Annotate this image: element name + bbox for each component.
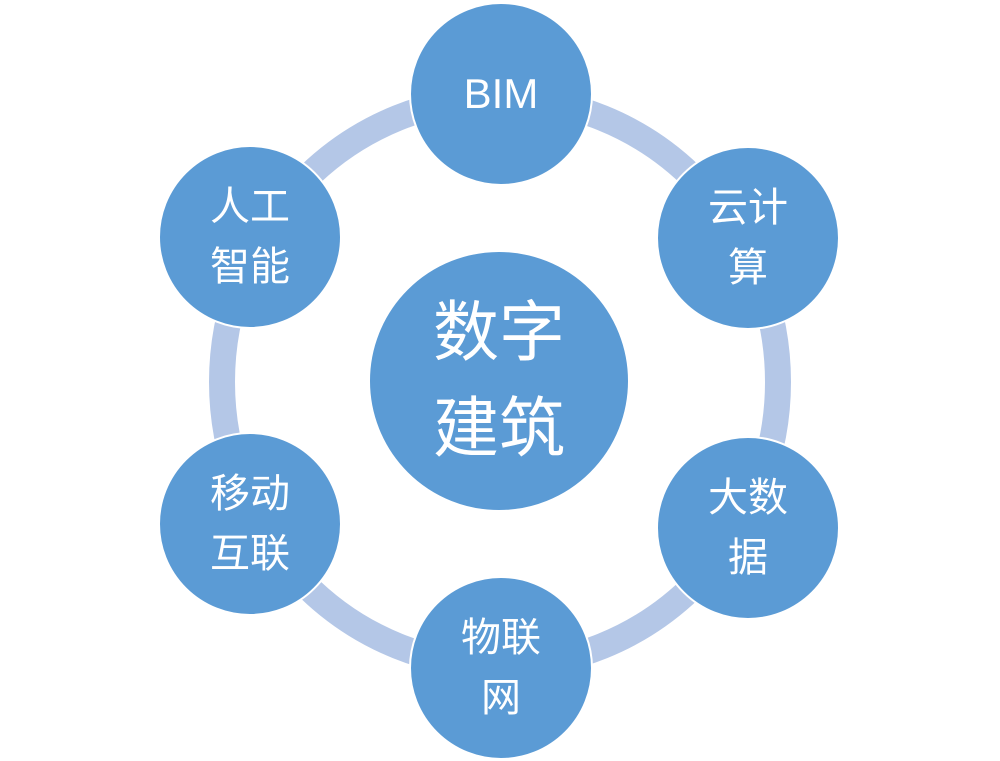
center-label-line-2: 建筑 <box>433 390 565 467</box>
node-artificial-intelligence: 人工 智能 <box>158 145 342 329</box>
node-mobile-internet: 移动 互联 <box>158 432 342 616</box>
ai-label-line-1: 人工 <box>210 184 290 230</box>
center-node-digital-building: 数字 建筑 <box>368 250 630 512</box>
bigdata-label-line-1: 大数 <box>708 475 788 521</box>
cloud-label-line-2: 算 <box>728 245 768 291</box>
ai-label-line-2: 智能 <box>210 244 290 290</box>
center-label-line-1: 数字 <box>433 294 565 371</box>
bigdata-label-line-2: 据 <box>728 535 768 581</box>
bim-label: BIM <box>463 70 539 117</box>
iot-label-line-2: 网 <box>481 675 521 721</box>
node-cloud-computing: 云计 算 <box>656 146 840 330</box>
cloud-label-line-1: 云计 <box>708 185 788 231</box>
node-bim: BIM <box>409 2 593 186</box>
mobile-label-line-2: 互联 <box>210 531 290 577</box>
mobile-label-line-1: 移动 <box>210 471 290 517</box>
iot-label-line-1: 物联 <box>461 615 541 661</box>
node-iot: 物联 网 <box>409 576 593 760</box>
node-big-data: 大数 据 <box>656 436 840 620</box>
